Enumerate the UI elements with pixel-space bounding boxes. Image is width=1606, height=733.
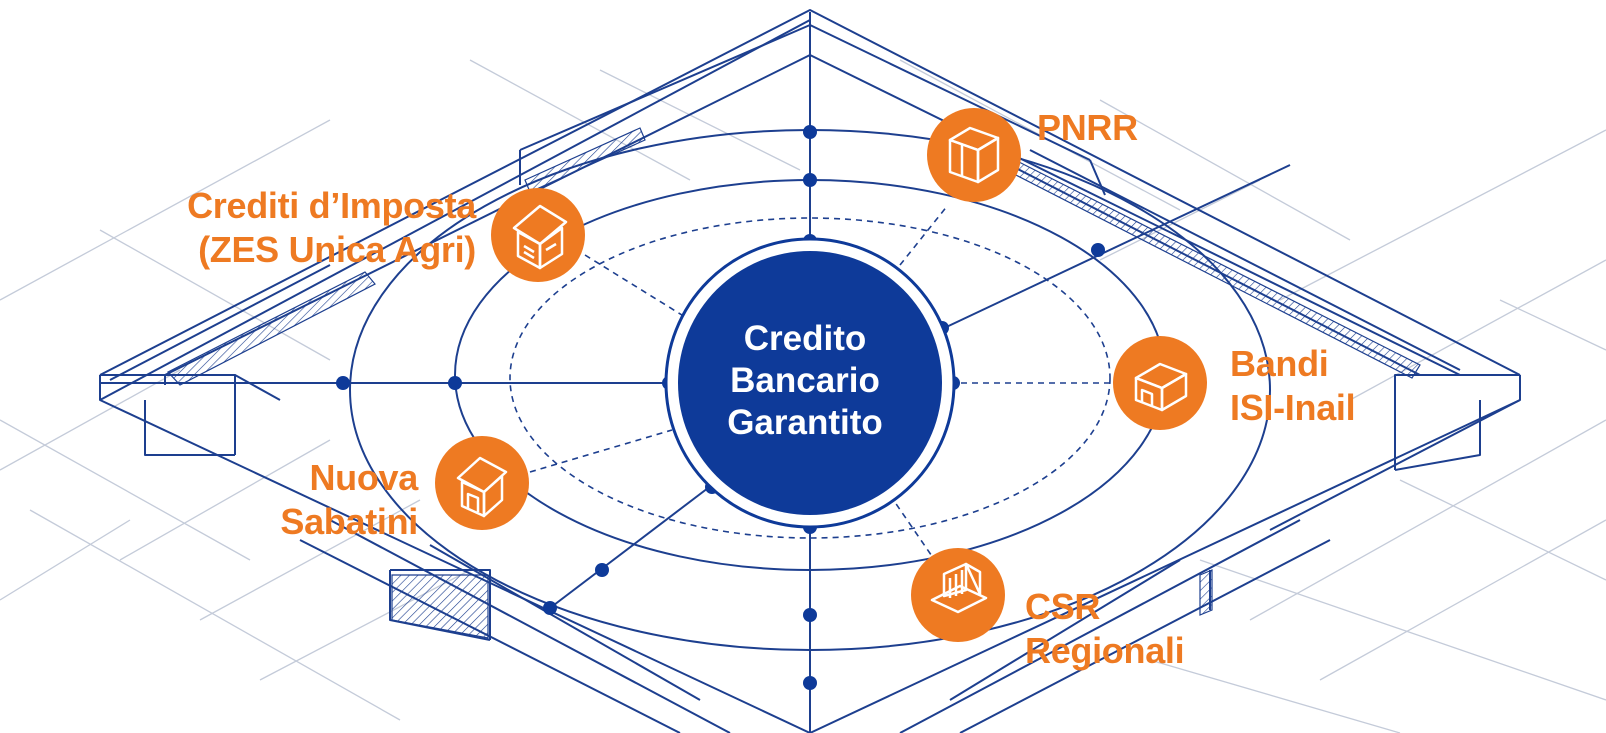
- network-dot: [543, 601, 557, 615]
- factory-icon: [930, 562, 988, 614]
- node-pnrr: [927, 108, 1021, 202]
- node-csr: [911, 548, 1005, 642]
- network-dot: [803, 125, 817, 139]
- network-dot: [595, 563, 609, 577]
- node-sabatini: [435, 436, 529, 530]
- node-bandi: [1113, 336, 1207, 430]
- label-csr: CSR Regionali: [1025, 585, 1185, 673]
- label-pnrr: PNRR: [1037, 106, 1138, 150]
- network-dot: [803, 676, 817, 690]
- center-line-3: Garantito: [727, 403, 883, 442]
- center-line-1: Credito: [743, 319, 867, 358]
- package-box-icon: [948, 126, 1000, 184]
- label-pnrr-line-1: PNRR: [1037, 107, 1138, 148]
- label-bandi-line-1: Bandi: [1230, 343, 1329, 384]
- network-dot: [803, 608, 817, 622]
- label-crediti: Crediti d’Imposta (ZES Unica Agri): [120, 184, 476, 272]
- inner-orbit: [509, 217, 1111, 539]
- label-crediti-line-2: (ZES Unica Agri): [198, 229, 476, 270]
- label-bandi: Bandi ISI-Inail: [1230, 342, 1356, 430]
- label-sabatini-line-1: Nuova: [309, 457, 418, 498]
- label-sabatini: Nuova Sabatini: [220, 456, 418, 544]
- label-crediti-line-1: Crediti d’Imposta: [187, 185, 476, 226]
- network-dot: [1091, 243, 1105, 257]
- label-sabatini-line-2: Sabatini: [280, 501, 418, 542]
- building-icon: [1134, 362, 1188, 412]
- center-line-2: Bancario: [730, 361, 880, 400]
- network-dot: [803, 173, 817, 187]
- node-crediti: [491, 188, 585, 282]
- label-bandi-line-2: ISI-Inail: [1230, 387, 1356, 428]
- label-csr-line-2: Regionali: [1025, 630, 1185, 671]
- house-icon: [512, 204, 568, 270]
- central-hub-label: Credito Bancario Garantito: [685, 318, 925, 444]
- house-icon: [456, 456, 508, 518]
- background-grid: [0, 59, 1606, 733]
- network-dot: [336, 376, 350, 390]
- central-hub: [664, 237, 956, 529]
- label-csr-line-1: CSR: [1025, 586, 1101, 627]
- hatched-walls: [167, 127, 1421, 639]
- network-dot: [448, 376, 462, 390]
